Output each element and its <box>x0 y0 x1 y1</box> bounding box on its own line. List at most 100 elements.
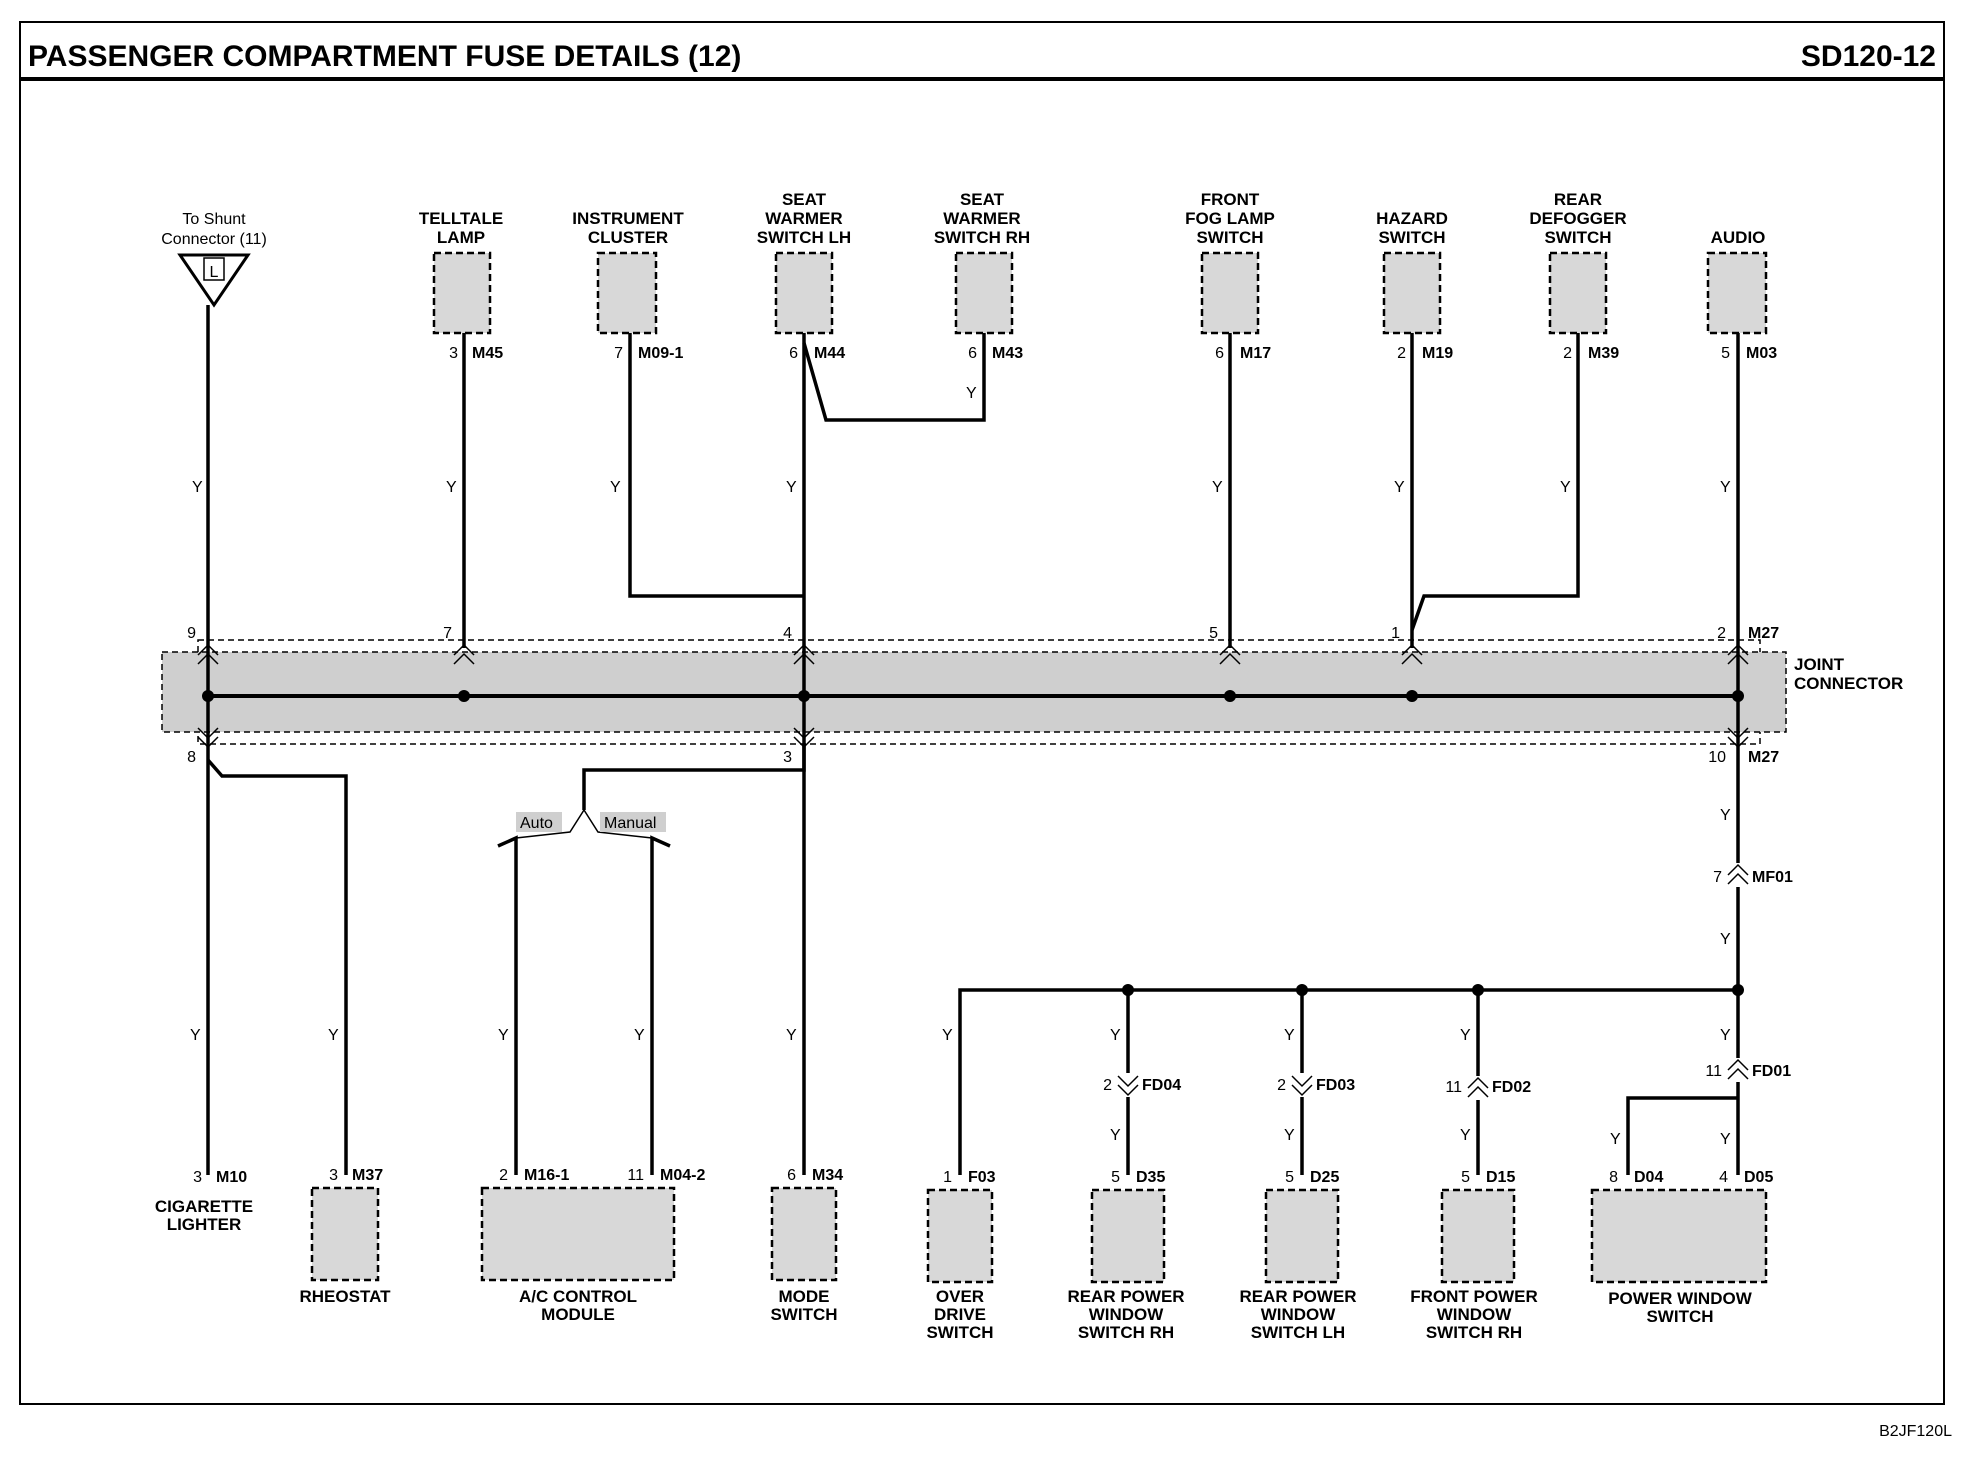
joint-pin-7: 7 <box>443 625 452 642</box>
joint-label-2: CONNECTOR <box>1794 674 1903 693</box>
rprh-pin: 5 <box>1111 1169 1120 1186</box>
defog-label-1: REAR <box>1554 190 1602 209</box>
seat-rh-label-3: SWITCH RH <box>934 228 1030 247</box>
over-drive-switch-box <box>926 1188 994 1284</box>
seat-rh-label-1: SEAT <box>960 190 1005 209</box>
power-window-switch-box <box>1590 1188 1768 1284</box>
joint-pin-3: 3 <box>783 749 792 766</box>
lower-wires <box>206 744 1740 1175</box>
ac-label-2: MODULE <box>541 1305 615 1324</box>
seat-lh-pin: 6 <box>789 345 798 362</box>
mode-label-1: MODE <box>779 1287 830 1306</box>
telltale-label-2: LAMP <box>437 228 485 247</box>
inline-connector-chevrons <box>1117 863 1749 1098</box>
telltale-lamp-box <box>432 251 492 335</box>
seat-rh-conn: M43 <box>992 345 1023 362</box>
svg-text:Y: Y <box>1212 479 1223 496</box>
svg-text:Y: Y <box>1110 1127 1121 1144</box>
joint-label-1: JOINT <box>1794 655 1845 674</box>
joint-pin-10: 10 <box>1708 749 1726 766</box>
svg-text:Y: Y <box>1720 1027 1731 1044</box>
rear-defogger-switch-box <box>1548 251 1608 335</box>
svg-text:Y: Y <box>610 479 621 496</box>
rprh-label-2: WINDOW <box>1089 1305 1165 1324</box>
telltale-conn: M45 <box>472 345 503 362</box>
instrument-conn: M09-1 <box>638 345 683 362</box>
od-label-1: OVER <box>936 1287 984 1306</box>
seat-warmer-lh-box <box>774 251 834 335</box>
fd01-pin: 11 <box>1705 1063 1722 1080</box>
ac-conn-1: M16-1 <box>524 1167 569 1184</box>
hazard-pin: 2 <box>1397 345 1406 362</box>
seat-lh-label-1: SEAT <box>782 190 827 209</box>
svg-text:Y: Y <box>786 479 797 496</box>
rplh-pin: 5 <box>1285 1169 1294 1186</box>
svg-text:Y: Y <box>1460 1127 1471 1144</box>
mf01-conn: MF01 <box>1752 869 1793 886</box>
svg-text:Y: Y <box>1610 1131 1621 1148</box>
od-label-2: DRIVE <box>934 1305 986 1324</box>
lower-wire-color-labels: Y Y Y Y Y Y Y Y Y Y Y Y Y Y Y Y Y <box>190 807 1731 1148</box>
fog-pin: 6 <box>1215 345 1224 362</box>
audio-pin: 5 <box>1721 345 1730 362</box>
od-pin: 1 <box>943 1169 952 1186</box>
svg-text:Y: Y <box>1110 1027 1121 1044</box>
svg-text:Y: Y <box>942 1027 953 1044</box>
rheostat-conn: M37 <box>352 1167 383 1184</box>
fprh-label-1: FRONT POWER <box>1410 1287 1538 1306</box>
audio-label: AUDIO <box>1711 228 1766 247</box>
cig-label-1: CIGARETTE <box>155 1197 253 1216</box>
figure-code: B2JF120L <box>1879 1423 1952 1440</box>
front-power-window-rh-box <box>1440 1188 1516 1284</box>
svg-text:Y: Y <box>1284 1127 1295 1144</box>
shunt-label-line2: Connector (11) <box>161 231 267 248</box>
rprh-label-3: SWITCH RH <box>1078 1323 1174 1342</box>
svg-text:Y: Y <box>446 479 457 496</box>
fprh-label-3: SWITCH RH <box>1426 1323 1522 1342</box>
defog-label-2: DEFOGGER <box>1529 209 1626 228</box>
hazard-label-2: SWITCH <box>1378 228 1445 247</box>
fd03-pin: 2 <box>1277 1077 1286 1094</box>
page-title: PASSENGER COMPARTMENT FUSE DETAILS (12) <box>28 40 741 73</box>
svg-text:Y: Y <box>966 385 977 402</box>
shunt-symbol-box <box>203 257 225 281</box>
rplh-label-2: WINDOW <box>1261 1305 1337 1324</box>
rheostat-label: RHEOSTAT <box>300 1287 392 1306</box>
hazard-switch-box <box>1382 251 1442 335</box>
telltale-label-1: TELLTALE <box>419 209 503 228</box>
fd01-conn: FD01 <box>1752 1063 1791 1080</box>
telltale-pin: 3 <box>449 345 458 362</box>
svg-text:Y: Y <box>328 1027 339 1044</box>
rplh-label-3: SWITCH LH <box>1251 1323 1345 1342</box>
defog-label-3: SWITCH <box>1544 228 1611 247</box>
fprh-label-2: WINDOW <box>1437 1305 1513 1324</box>
ac-control-module-box <box>480 1186 676 1282</box>
pws-label-2: SWITCH <box>1646 1307 1713 1326</box>
seat-lh-label-3: SWITCH LH <box>757 228 851 247</box>
fd02-pin: 11 <box>1445 1079 1462 1096</box>
fog-label-1: FRONT <box>1201 190 1260 209</box>
svg-text:Y: Y <box>192 479 203 496</box>
pws-label-1: POWER WINDOW <box>1608 1289 1752 1308</box>
fd02-conn: FD02 <box>1492 1079 1531 1096</box>
ac-conn-2: M04-2 <box>660 1167 705 1184</box>
joint-conn-top: M27 <box>1748 625 1779 642</box>
fd04-conn: FD04 <box>1142 1077 1181 1094</box>
hazard-conn: M19 <box>1422 345 1453 362</box>
joint-pin-8: 8 <box>187 749 196 766</box>
ac-auto-tag-bg <box>516 812 562 832</box>
audio-conn: M03 <box>1746 345 1777 362</box>
svg-text:Y: Y <box>1720 1131 1731 1148</box>
ac-label-1: A/C CONTROL <box>519 1287 637 1306</box>
pws-conn-2: D05 <box>1744 1169 1773 1186</box>
instrument-cluster-box <box>596 251 658 335</box>
hazard-label-1: HAZARD <box>1376 209 1448 228</box>
defog-pin: 2 <box>1563 345 1572 362</box>
cig-pin: 3 <box>193 1169 202 1186</box>
svg-text:Y: Y <box>634 1027 645 1044</box>
rheostat-box <box>310 1186 380 1282</box>
page-code: SD120-12 <box>1801 40 1936 73</box>
svg-text:Y: Y <box>1720 807 1731 824</box>
svg-text:Y: Y <box>1394 479 1405 496</box>
